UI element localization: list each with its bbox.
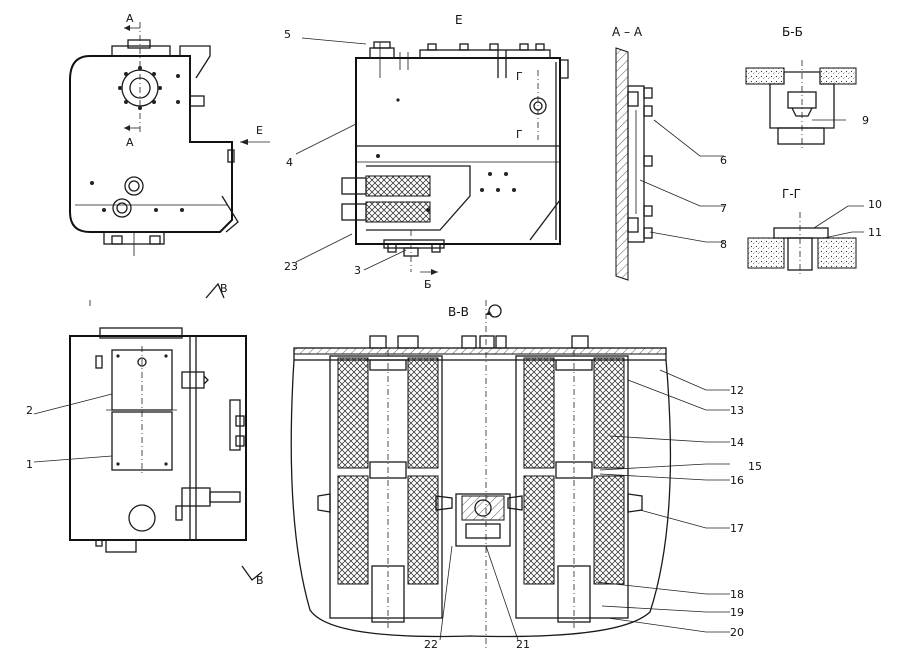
marker-b-cut: Б (424, 278, 432, 291)
callout-5: 5 (284, 28, 291, 41)
callout-11: 11 (868, 226, 882, 239)
title-section-bb: Б-Б (782, 25, 803, 39)
callout-10: 10 (868, 198, 882, 211)
title-section-vv: В-В (448, 305, 469, 319)
callout-17: 17 (730, 522, 744, 535)
marker-e-arrow: Е (256, 124, 263, 137)
marker-g-bottom: Г (516, 128, 523, 141)
view-arrows (205, 282, 263, 581)
title-section-aa: А – А (612, 25, 643, 39)
leader-lines (33, 37, 864, 641)
callout-3: 3 (354, 264, 361, 277)
callout-19: 19 (730, 606, 744, 619)
callout-21: 21 (516, 638, 530, 651)
marker-v-bottom: В (256, 574, 264, 587)
callout-12: 12 (730, 384, 744, 397)
callout-23: 23 (284, 260, 298, 273)
marker-v-top: В (220, 282, 228, 295)
callout-20: 20 (730, 626, 744, 639)
callout-14: 14 (730, 436, 744, 449)
callout-13: 13 (730, 404, 744, 417)
callout-1: 1 (26, 458, 33, 471)
plan-view-bottom-left (69, 300, 247, 553)
callout-18: 18 (730, 588, 744, 601)
callout-22: 22 (424, 638, 438, 651)
section-g-g (747, 212, 857, 276)
callout-9: 9 (862, 114, 869, 127)
callout-2: 2 (26, 404, 33, 417)
section-v-v (290, 300, 672, 650)
section-b-b (745, 60, 857, 150)
callout-16: 16 (730, 474, 744, 487)
callout-7: 7 (720, 202, 727, 215)
side-view-top-left (69, 22, 270, 256)
front-view-e (341, 41, 569, 275)
callout-6: 6 (720, 154, 727, 167)
labels: Е А – А Б-Б Г-Г В-В А А Е Б В В Г Г 1 2 … (26, 12, 882, 651)
callout-15: 15 (748, 460, 762, 473)
marker-g-top: Г (516, 70, 523, 83)
section-a-a (615, 47, 653, 281)
callout-8: 8 (720, 238, 727, 251)
marker-a-bottom: А (126, 136, 134, 149)
marker-a-top: А (126, 12, 134, 25)
title-view-e: Е (455, 13, 463, 27)
title-section-gg: Г-Г (782, 187, 801, 201)
callout-4: 4 (286, 156, 293, 169)
